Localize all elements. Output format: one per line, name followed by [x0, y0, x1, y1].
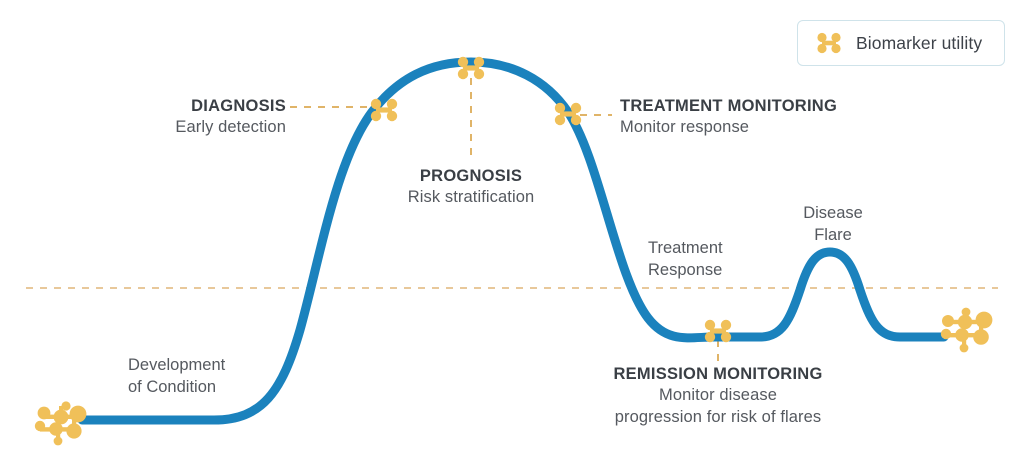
remission-monitoring-subtitle-line2: progression for risk of flares: [614, 407, 822, 426]
treatment-response-line2: Response: [648, 260, 723, 279]
treatment-monitoring-subtitle: Monitor response: [620, 118, 750, 137]
remission-monitoring-marker-icon: [704, 319, 732, 343]
treatment-response-line1: Treatment: [648, 239, 723, 257]
biomarker-utility-curve: [77, 57, 949, 425]
treatment-monitoring-title: TREATMENT MONITORING: [620, 97, 838, 115]
annotation-diagnosis: DIAGNOSIS Early detection: [40, 96, 286, 139]
legend-label: Biomarker utility: [856, 32, 983, 53]
annotation-disease-flare: Disease Flare: [788, 203, 878, 247]
annotation-remission-monitoring: REMISSION MONITORING Monitor disease pro…: [568, 364, 868, 428]
diagnosis-marker-icon: [370, 98, 398, 122]
disease-flare-line2: Flare: [814, 225, 852, 244]
biomarker-cluster-icon: [817, 32, 841, 54]
annotation-treatment-response: Treatment Response: [648, 238, 723, 282]
annotation-treatment-monitoring: TREATMENT MONITORING Monitor response: [620, 96, 920, 139]
end-biomarker-cluster-icon: [940, 307, 993, 353]
start-biomarker-cluster-icon: [34, 401, 87, 446]
prognosis-subtitle: Risk stratification: [407, 188, 535, 207]
prognosis-marker-icon: [457, 56, 485, 80]
annotation-development-of-condition: Development of Condition: [128, 355, 225, 399]
development-line1: Development: [128, 356, 226, 374]
legend[interactable]: Biomarker utility: [797, 20, 1005, 66]
diagnosis-title: DIAGNOSIS: [191, 97, 286, 115]
disease-flare-line1: Disease: [803, 204, 863, 222]
diagnosis-subtitle: Early detection: [175, 118, 286, 137]
prognosis-title: PROGNOSIS: [419, 167, 523, 185]
annotation-prognosis: PROGNOSIS Risk stratification: [351, 166, 591, 209]
remission-monitoring-title: REMISSION MONITORING: [613, 365, 823, 383]
remission-monitoring-subtitle-line1: Monitor disease: [659, 386, 777, 405]
treatment-monitoring-marker-icon: [554, 102, 582, 126]
development-line2: of Condition: [128, 377, 217, 396]
